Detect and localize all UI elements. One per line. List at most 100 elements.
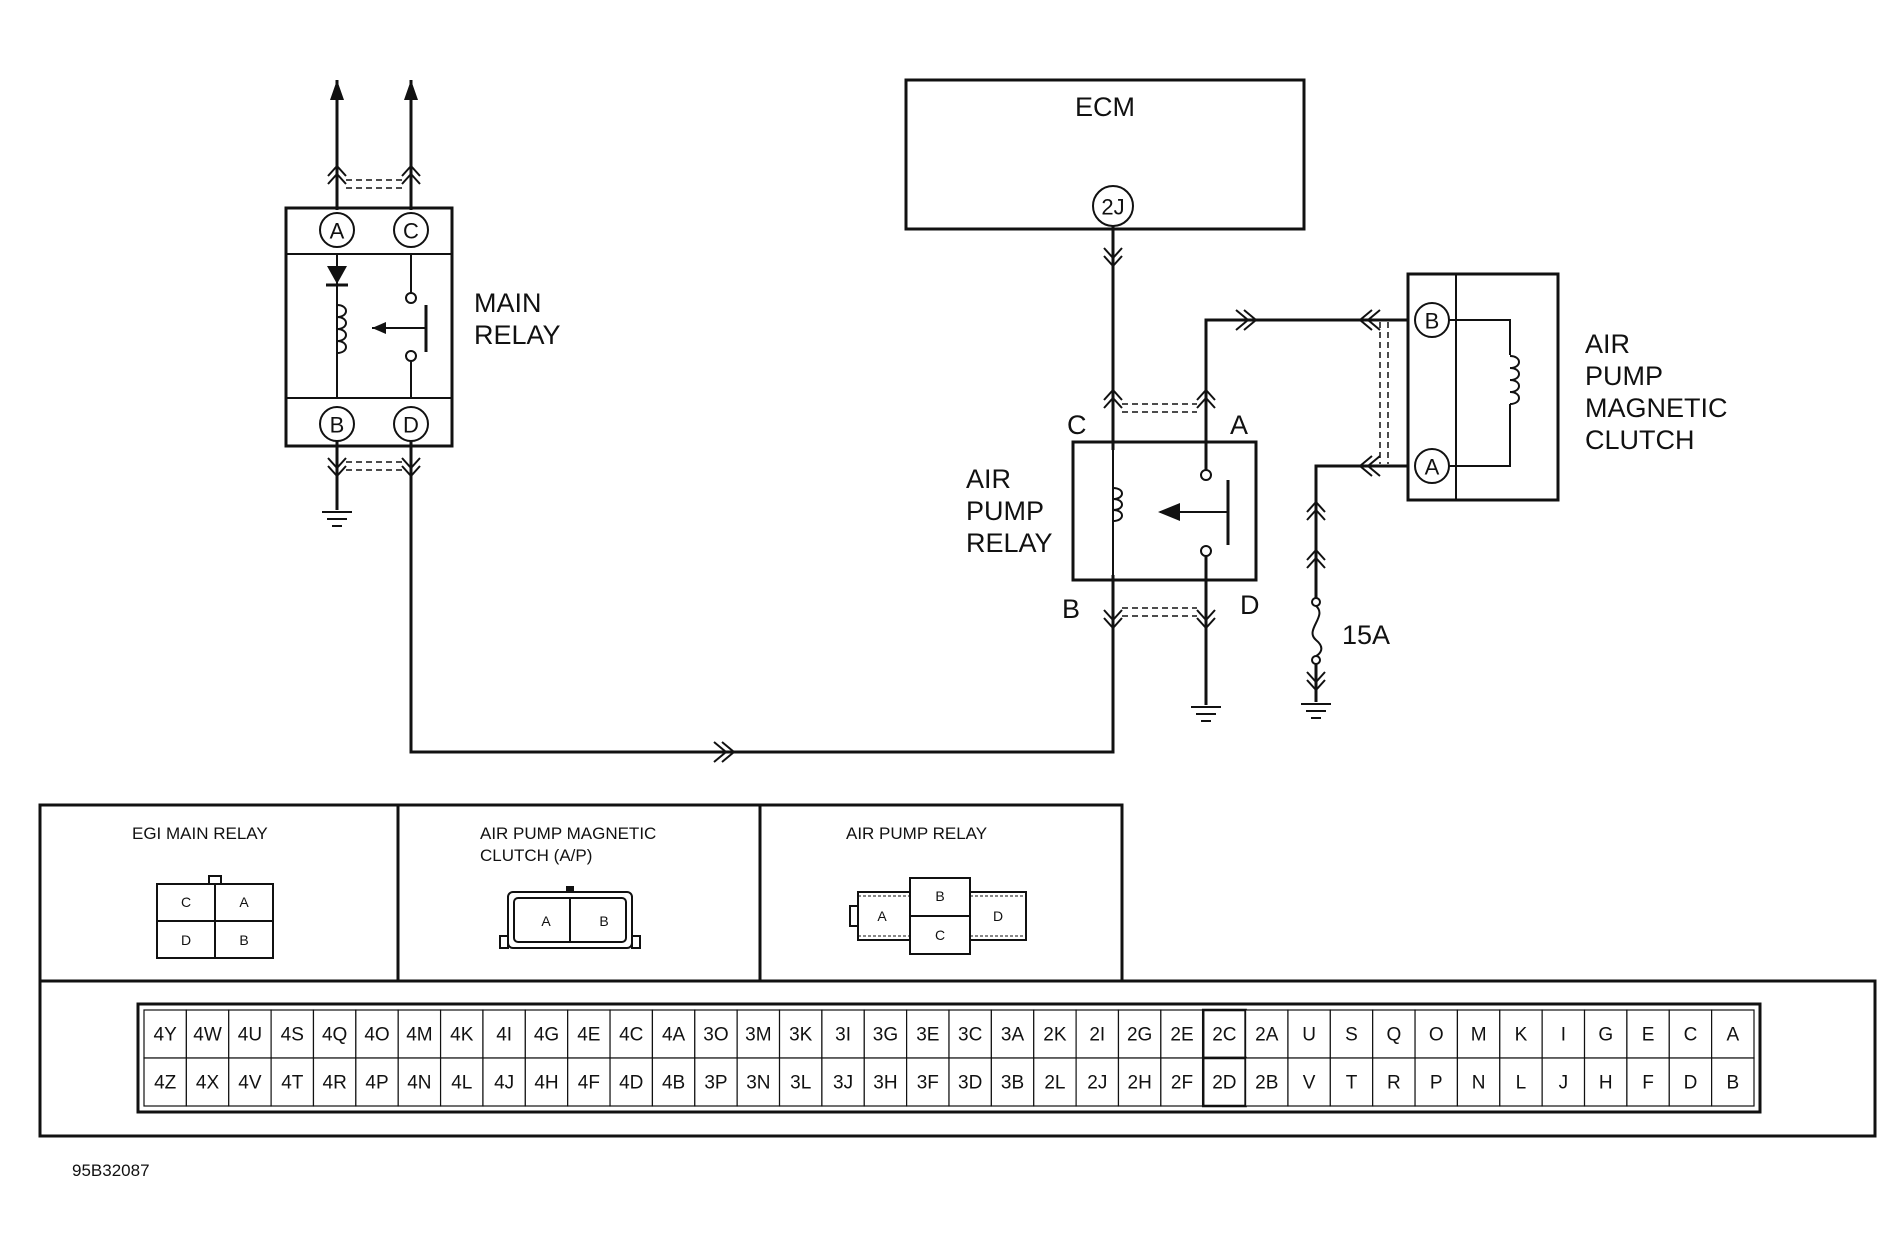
ecm-terminal-cell bbox=[185, 1009, 230, 1059]
ecm-terminal-cell bbox=[906, 1057, 950, 1107]
air-pump-relay-label: PUMP bbox=[966, 496, 1044, 526]
ecm-terminal-label: 2K bbox=[1043, 1025, 1067, 1046]
ecm-terminal-label: 3M bbox=[745, 1025, 771, 1046]
ecm-terminal-cell bbox=[651, 1057, 696, 1107]
ecm-terminal-cell bbox=[1456, 1057, 1501, 1107]
ecm-terminal-label: N bbox=[1472, 1073, 1486, 1094]
fuse-icon bbox=[1311, 605, 1323, 657]
connector-title: AIR PUMP RELAY bbox=[846, 824, 987, 843]
wire-clutch-a-to-fuse bbox=[1314, 464, 1408, 700]
main-relay-box bbox=[284, 206, 454, 448]
clutch-label: PUMP bbox=[1585, 361, 1663, 391]
ecm-terminal-label: 3A bbox=[1001, 1025, 1025, 1046]
connector-title: CLUTCH (A/P) bbox=[480, 846, 592, 865]
ecm-terminal-label: V bbox=[1303, 1073, 1316, 1094]
main-relay-label: RELAY bbox=[474, 320, 561, 350]
main-relay: A C B D MAIN RELAY bbox=[284, 80, 1115, 763]
ecm-terminal-cell bbox=[1244, 1057, 1289, 1107]
ecm-terminal-label: 4I bbox=[496, 1025, 512, 1046]
ecm-terminal-cell bbox=[143, 1009, 187, 1059]
ecm-terminal-label: 4O bbox=[364, 1025, 389, 1046]
ecm-terminal-label: 4Q bbox=[322, 1025, 347, 1046]
ecm-terminal-cell bbox=[906, 1009, 950, 1059]
pin-label: B bbox=[935, 888, 944, 904]
ecm-terminal-label: 4N bbox=[407, 1073, 431, 1094]
ecm-terminal-label: 4H bbox=[534, 1073, 558, 1094]
ecm-terminal-cell bbox=[1033, 1009, 1077, 1059]
air-pump-magnetic-clutch: B A AIR PUMP MAGNETIC CLUTCH bbox=[1406, 272, 1728, 502]
ecm-terminal-label: 3E bbox=[916, 1025, 939, 1046]
connector-title: AIR PUMP MAGNETIC bbox=[480, 824, 656, 843]
ecm-terminal-cell bbox=[143, 1057, 187, 1107]
clutch-pin-b-label: B bbox=[1425, 309, 1440, 334]
ecm-terminal-cell bbox=[1201, 1008, 1247, 1060]
coil-icon bbox=[1509, 355, 1520, 405]
ecm-terminal-cell bbox=[1287, 1009, 1331, 1059]
pin-label: A bbox=[239, 894, 249, 910]
ecm-terminal-label: 4J bbox=[494, 1073, 514, 1094]
ecm-terminal-label: 4C bbox=[619, 1025, 643, 1046]
ecm-terminal-label: L bbox=[1516, 1073, 1527, 1094]
ecm-terminal-cell bbox=[228, 1057, 272, 1107]
connector-chevron-icon bbox=[327, 164, 347, 185]
ecm-terminal-label: B bbox=[1726, 1073, 1739, 1094]
pin-label: B bbox=[239, 932, 248, 948]
ecm-terminal-label: 2H bbox=[1128, 1073, 1152, 1094]
ecm-terminal-label: J bbox=[1559, 1073, 1569, 1094]
ecm-terminal-label: 3J bbox=[833, 1073, 853, 1094]
ecm-terminal-cell bbox=[312, 1057, 357, 1107]
air-pump-magnetic-clutch-connector: AIR PUMP MAGNETIC CLUTCH (A/P) A B bbox=[480, 824, 656, 949]
main-relay-pin-d-label: D bbox=[403, 413, 419, 438]
ecm-terminal-label: E bbox=[1642, 1025, 1655, 1046]
connector-dash bbox=[1122, 403, 1197, 413]
diagram-id: 95B32087 bbox=[72, 1161, 150, 1180]
ecm-terminal-label: 3C bbox=[958, 1025, 982, 1046]
ecm-terminal-cell bbox=[1075, 1057, 1120, 1107]
ecm-terminal-label: 3G bbox=[873, 1025, 898, 1046]
ecm-terminal-label: C bbox=[1684, 1025, 1698, 1046]
arrow-up-icon bbox=[330, 80, 344, 100]
ecm-connector-panel bbox=[38, 979, 1877, 1138]
ecm-terminal-cell bbox=[1711, 1057, 1755, 1107]
ecm-terminal-label: 4U bbox=[238, 1025, 262, 1046]
connector-chevron-icon bbox=[401, 164, 421, 185]
ecm-terminal-cell bbox=[1541, 1009, 1586, 1059]
coil-icon bbox=[336, 304, 347, 354]
ecm-terminal-label: T bbox=[1346, 1073, 1358, 1094]
ecm-terminal-label: H bbox=[1599, 1073, 1613, 1094]
ecm-terminal-cell bbox=[1075, 1009, 1120, 1059]
ecm-terminal-label: U bbox=[1302, 1025, 1316, 1046]
air-pump-relay-box bbox=[1071, 440, 1258, 582]
ecm-terminal-label: 2G bbox=[1127, 1025, 1152, 1046]
ecm-terminal-label: 3K bbox=[789, 1025, 813, 1046]
egi-main-relay-connector: EGI MAIN RELAY C A D B bbox=[132, 824, 274, 959]
ecm-terminal-label: 4A bbox=[662, 1025, 686, 1046]
connector-dash bbox=[346, 461, 402, 471]
ecm-terminal-label: 4S bbox=[281, 1025, 304, 1046]
ecm-terminal-label: 3L bbox=[790, 1073, 811, 1094]
air-pump-relay-label: AIR bbox=[966, 464, 1011, 494]
connector-chevron-icon bbox=[1103, 388, 1123, 409]
ecm-terminal-cell bbox=[1117, 1009, 1162, 1059]
ecm-terminal-label: F bbox=[1642, 1073, 1654, 1094]
pin-label: C bbox=[181, 894, 191, 910]
ecm-terminal-cell bbox=[1668, 1057, 1713, 1107]
ecm-terminal-label: I bbox=[1561, 1025, 1566, 1046]
arrow-up-icon bbox=[404, 80, 418, 100]
ecm-terminal-label: K bbox=[1515, 1025, 1528, 1046]
connector-dash bbox=[1122, 607, 1197, 617]
connector-chevron-icon bbox=[1103, 609, 1123, 630]
ground-icon bbox=[322, 511, 352, 527]
ecm-box bbox=[904, 78, 1306, 231]
ecm-terminal-cell bbox=[1499, 1057, 1543, 1107]
connector-chevron-icon bbox=[1196, 609, 1216, 630]
ecm-terminal-cell bbox=[863, 1009, 908, 1059]
ecm-terminal-cell bbox=[1414, 1009, 1459, 1059]
coil-icon bbox=[1112, 487, 1123, 522]
ecm-terminal-cell bbox=[355, 1057, 399, 1107]
air-pump-relay-pin-c-label: C bbox=[1067, 410, 1087, 440]
ecm-terminal-label: 3N bbox=[746, 1073, 770, 1094]
ecm-terminal-cell bbox=[609, 1057, 654, 1107]
ecm-terminal-cell bbox=[524, 1057, 569, 1107]
